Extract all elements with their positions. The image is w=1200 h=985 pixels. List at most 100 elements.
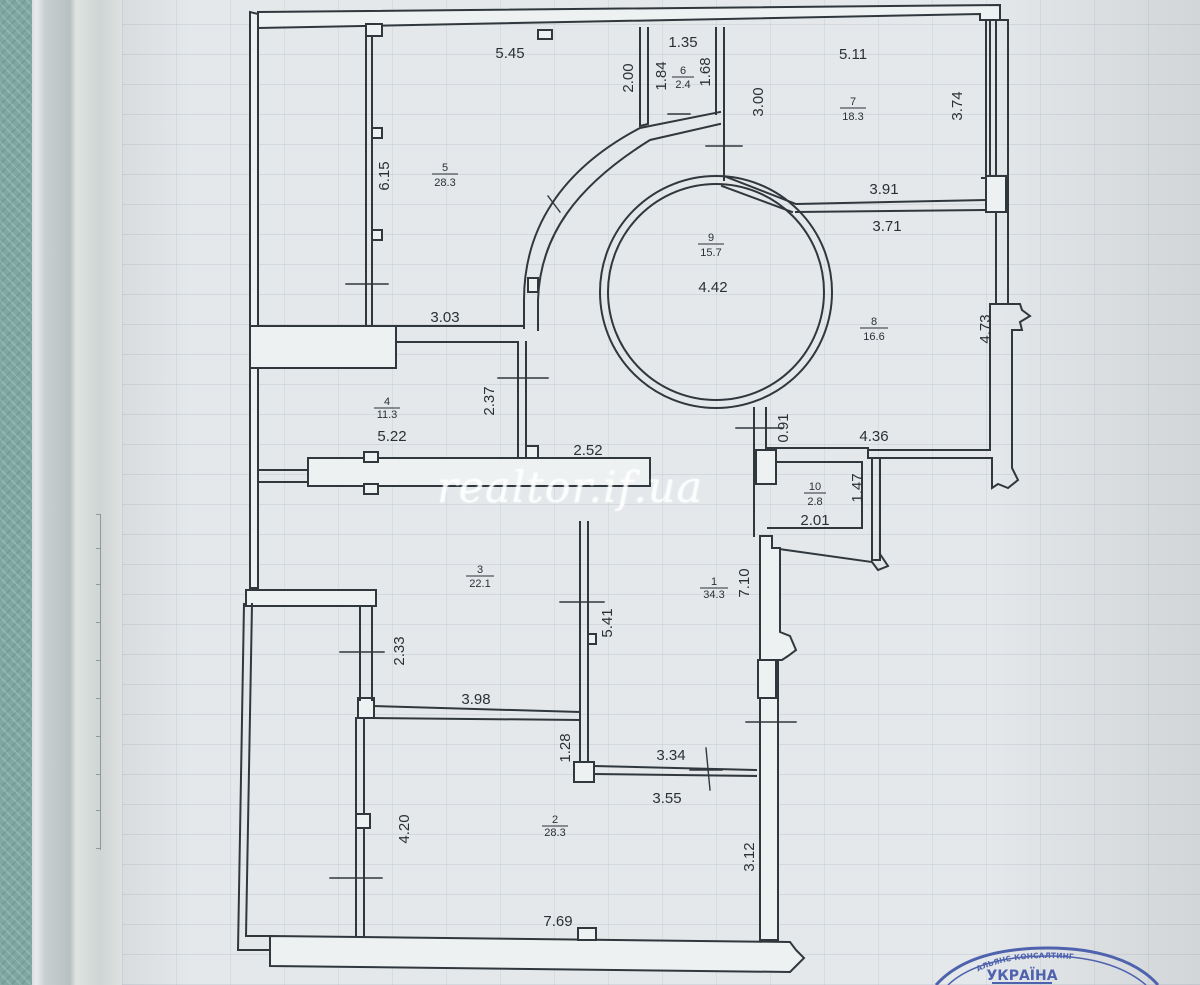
dimension-label: 6.15 <box>376 161 393 190</box>
room3-corner <box>357 697 375 719</box>
room-number: 1 <box>711 576 717 588</box>
right-wall-lower <box>771 457 890 572</box>
left-wall-lower <box>236 602 271 951</box>
room5-door-top <box>365 23 383 37</box>
dimension-label: 5.45 <box>495 45 524 62</box>
room5-bottom <box>395 325 525 343</box>
room-number: 6 <box>680 65 686 77</box>
room-number: 7 <box>850 96 856 108</box>
dimension-label: 4.36 <box>859 428 888 445</box>
dimension-label: 2.37 <box>481 386 498 415</box>
room-number: 2 <box>552 814 558 826</box>
stamp-inner-arc <box>947 955 1147 985</box>
dimension-label: 3.98 <box>461 691 490 708</box>
dimension-label: 2.01 <box>800 512 829 529</box>
room-area: 2.8 <box>807 496 822 508</box>
ruler-tick <box>96 584 100 585</box>
room5-mark-lower <box>527 277 539 293</box>
room10-column <box>755 449 777 485</box>
ruler-tick <box>96 736 100 737</box>
room6-walls <box>639 27 725 181</box>
room-number: 8 <box>871 316 877 328</box>
room5-door-mark <box>537 29 553 40</box>
ruler-tick <box>96 660 100 661</box>
room5-wall-mark <box>371 229 383 241</box>
dimension-label: 2.33 <box>391 636 408 665</box>
dimension-label: 4.42 <box>698 279 727 296</box>
room-number: 9 <box>708 232 714 244</box>
dimension-label: 1.28 <box>557 733 574 762</box>
dimension-label: 1.47 <box>849 473 866 502</box>
corridor-outer-arc <box>523 110 722 329</box>
room5-wall-mark <box>371 127 383 139</box>
dimension-label: 3.74 <box>949 91 966 120</box>
dimension-label: 2.00 <box>620 63 637 92</box>
ruler-tick <box>96 810 100 811</box>
watermark: realtor.if.ua <box>437 463 704 513</box>
room-area: 15.7 <box>700 247 721 259</box>
corridor-inner-arc <box>537 122 722 331</box>
room-area: 16.6 <box>863 331 884 343</box>
dimension-label: 4.20 <box>396 814 413 843</box>
dimension-label: 3.00 <box>750 87 767 116</box>
room9-inner <box>607 183 825 401</box>
left-wall-mid <box>249 367 259 589</box>
room-area: 2.4 <box>675 79 690 91</box>
right-lower-wall <box>759 535 798 941</box>
right-wall <box>867 303 1032 490</box>
dimension-label: 3.55 <box>652 790 681 807</box>
lower-column-right <box>757 659 777 699</box>
room-number: 5 <box>442 162 448 174</box>
dimension-label: 1.35 <box>668 34 697 51</box>
mid-wall-mark <box>363 483 379 495</box>
room-area: 11.3 <box>377 409 398 421</box>
ruler-scale <box>88 514 101 850</box>
right-window <box>981 19 1009 305</box>
dimension-label: 7.10 <box>736 568 753 597</box>
room-area: 22.1 <box>469 578 490 590</box>
room-area: 28.3 <box>434 177 455 189</box>
dimension-label: 1.84 <box>653 61 670 90</box>
dimension-label: 3.12 <box>741 842 758 871</box>
room3-left <box>359 605 373 701</box>
room-number: 4 <box>384 396 390 408</box>
dimension-label: 5.11 <box>839 46 867 63</box>
dimension-label: 1.68 <box>697 57 714 86</box>
stamp-outer-arc <box>934 946 1160 985</box>
wall-block-left <box>249 325 397 369</box>
door-marks <box>329 113 797 879</box>
folder-binding <box>0 0 32 985</box>
room2-mark-bottom <box>577 927 597 941</box>
room4-bottom <box>257 469 311 483</box>
room2-top <box>592 764 758 778</box>
bottom-wall <box>269 934 806 974</box>
room5-partition <box>365 27 373 327</box>
room4-door-mark <box>525 445 539 459</box>
ruler-tick <box>96 698 100 699</box>
lower-corridor <box>753 407 869 537</box>
dimension-label: 7.69 <box>543 913 572 930</box>
stamp: АЛЬЯНС-КОНСАЛТИНГ УКРАЇНА <box>934 946 1160 985</box>
ruler-tick <box>96 548 100 549</box>
left-wall-bottom <box>245 589 377 607</box>
dimension-label: 4.73 <box>977 314 994 343</box>
room2-corner <box>573 761 595 783</box>
room3-right <box>579 521 589 761</box>
dimension-label: 3.91 <box>869 181 898 198</box>
dimension-label: 3.03 <box>430 309 459 326</box>
plan-labels: 1 34.3 2 28.3 3 22.1 4 11.3 5 28.3 6 2.4… <box>374 34 994 930</box>
ruler-tick <box>96 514 100 515</box>
room3-mark <box>587 633 597 645</box>
room-number: 10 <box>809 481 821 493</box>
room-area: 34.3 <box>703 589 724 601</box>
dimension-label: 3.71 <box>872 218 901 235</box>
stamp-country: УКРАЇНА <box>986 967 1057 984</box>
room-area: 28.3 <box>544 827 565 839</box>
room4-right <box>517 341 527 459</box>
left-wall-top <box>249 10 259 331</box>
room2-mark <box>355 813 371 829</box>
right-column <box>985 175 1007 213</box>
room3-bottom <box>370 704 582 722</box>
